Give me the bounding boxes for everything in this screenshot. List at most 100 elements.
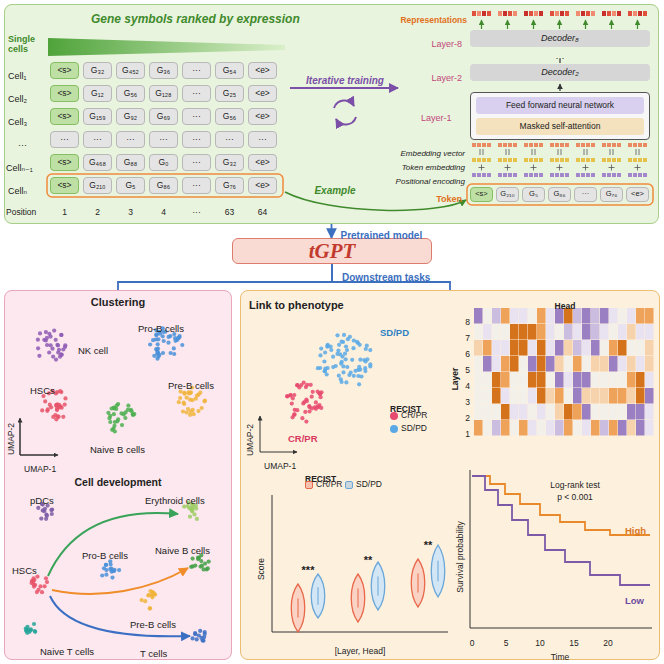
cell-dot	[150, 590, 154, 594]
token-box: <s>	[50, 177, 79, 194]
heat-cell	[582, 420, 591, 436]
heat-cell	[636, 308, 645, 324]
text-label: 5	[504, 639, 509, 649]
shape	[635, 165, 641, 171]
heat-cell	[501, 356, 510, 372]
cell-dot	[198, 629, 202, 633]
shape	[503, 11, 507, 16]
legend-item: CR/PR	[390, 411, 427, 421]
shape	[607, 143, 611, 147]
shape	[378, 576, 379, 595]
shape	[513, 143, 517, 147]
cell-dot	[180, 343, 184, 347]
cell-dot	[195, 517, 199, 521]
cell-dot	[110, 576, 114, 580]
text-label: SD/PD	[380, 328, 409, 339]
shape	[539, 158, 543, 162]
shape	[438, 561, 439, 582]
shape	[477, 11, 481, 16]
heat-cell	[510, 420, 519, 436]
shape	[482, 173, 486, 177]
cell-dot	[143, 599, 147, 603]
cell-dot	[122, 412, 126, 416]
text-label: 2	[95, 208, 100, 218]
heat-cell	[492, 404, 501, 420]
text-label: 1	[62, 208, 67, 218]
cell-dot	[52, 329, 56, 333]
shape	[607, 11, 611, 16]
shape	[633, 11, 637, 16]
shape	[550, 173, 554, 177]
token-box: ···	[215, 131, 244, 148]
node-text: G₄₅₂	[122, 66, 139, 76]
cell-dot	[344, 380, 348, 384]
shape	[508, 158, 512, 162]
cell-dot	[346, 337, 350, 341]
node-text: G₃₆	[157, 66, 171, 76]
heat-cell	[618, 308, 627, 324]
heat-cell	[582, 372, 591, 388]
cell-dot	[345, 348, 349, 352]
shape	[539, 143, 543, 147]
text-label: p < 0.001	[557, 493, 593, 503]
text-label: Cell₃	[8, 117, 27, 127]
node-text: <s>	[475, 190, 488, 199]
heat-cell	[483, 308, 492, 324]
shape	[602, 143, 606, 147]
shape	[472, 476, 650, 585]
cell-dot	[191, 408, 195, 412]
token-box: G₃₂	[83, 62, 112, 79]
connector	[332, 264, 450, 290]
shape	[534, 143, 538, 147]
shape	[628, 173, 632, 177]
heat-cell	[510, 388, 519, 404]
node-text: G₈₈	[124, 158, 138, 168]
heat-cell	[555, 356, 564, 372]
text-label: Position	[6, 208, 36, 218]
cell-dot	[108, 420, 112, 424]
cell-dot	[188, 515, 192, 519]
cell-dot	[325, 344, 329, 348]
cell-dot	[40, 590, 44, 594]
cell-dot	[140, 598, 144, 602]
cell-dot	[341, 370, 345, 374]
text-label: Naive B cells	[90, 445, 145, 456]
text-label: Cell₂	[8, 94, 27, 104]
cell-dot	[307, 404, 311, 408]
shape	[617, 158, 621, 162]
cell-dot	[44, 513, 48, 517]
heat-cell	[618, 356, 627, 372]
text-label: Layer	[451, 368, 461, 391]
heat-cell	[546, 308, 555, 324]
attention-box: Masked self-attention	[476, 118, 644, 135]
heat-cell	[474, 372, 483, 388]
cell-dot	[196, 393, 200, 397]
cell-dot	[51, 355, 55, 359]
text-label: Pro-B cells	[138, 324, 184, 335]
cell-dot	[319, 406, 323, 410]
heat-cell	[492, 340, 501, 356]
heat-cell	[618, 372, 627, 388]
text-label: Survival probability	[456, 521, 466, 592]
cell-dot	[112, 412, 116, 416]
token-box: G₈₆	[149, 177, 178, 194]
token-box: ···	[574, 187, 597, 202]
cell-dot	[41, 508, 45, 512]
heat-cell	[555, 420, 564, 436]
shape	[560, 158, 564, 162]
text-label: 7	[465, 334, 470, 344]
shape	[20, 420, 56, 455]
cell-dot	[339, 377, 343, 381]
shape	[513, 173, 517, 177]
text-label: Representations	[400, 16, 467, 26]
cell-dot	[338, 352, 342, 356]
token-box: G₀	[149, 154, 178, 171]
shape	[48, 513, 178, 576]
shape	[24, 326, 373, 643]
cell-dot	[297, 385, 301, 389]
cell-dot	[166, 341, 170, 345]
shape	[560, 143, 564, 147]
legend-swatch	[390, 412, 398, 420]
cell-dot	[311, 390, 315, 394]
shape	[559, 20, 560, 29]
